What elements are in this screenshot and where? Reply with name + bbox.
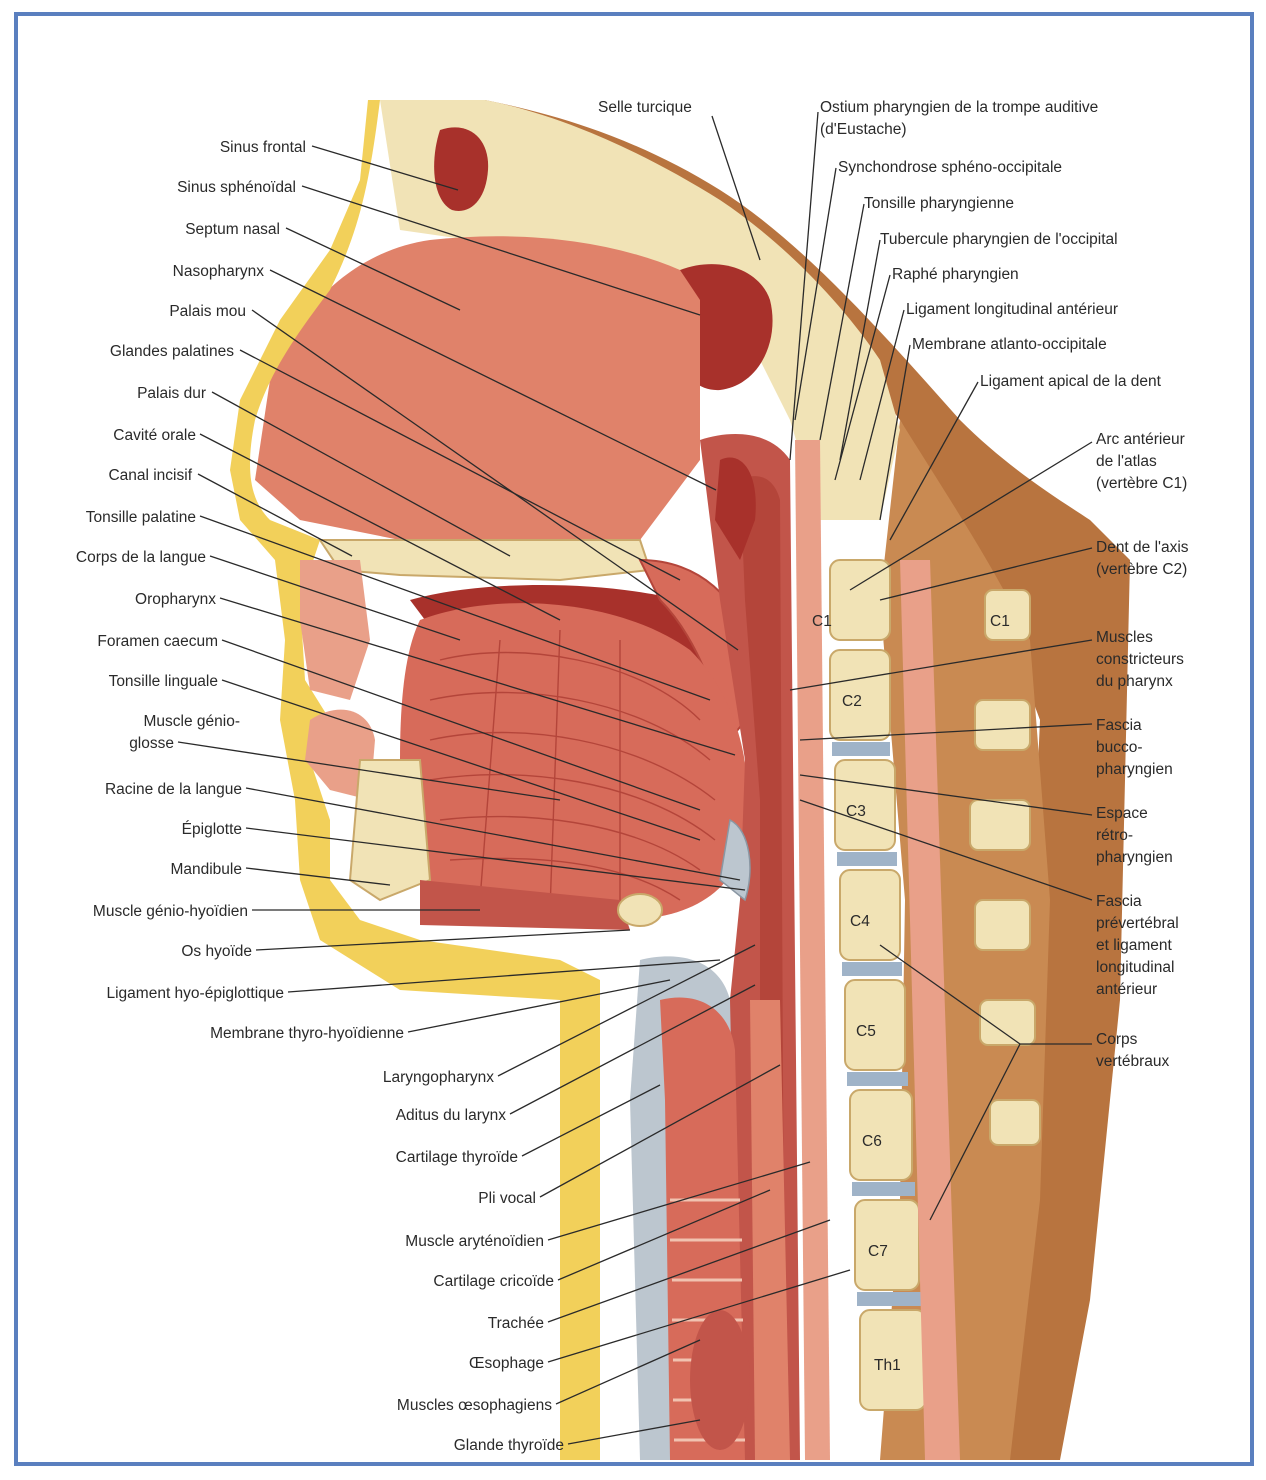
hyoid-bone [618,894,662,926]
label-fascia-prevertebral-2: prévertébral [1096,915,1179,932]
label-cartilage-thyroide: Cartilage thyroïde [396,1149,518,1166]
label-glande-thyroide: Glande thyroïde [454,1437,564,1454]
label-laryngopharynx: Laryngopharynx [383,1069,494,1086]
label-synchondrose: Synchondrose sphéno-occipitale [838,159,1062,176]
label-muscle-arytenoidien: Muscle aryténoïdien [405,1233,544,1250]
label-muscles-constricteurs: Muscles [1096,629,1153,646]
label-canal-incisif: Canal incisif [108,467,192,484]
mandible [350,760,430,900]
label-selle-turcique: Selle turcique [598,99,692,116]
vertebra-label: Th1 [874,1357,901,1374]
label-fascia-prevertebral-3: et ligament [1096,937,1173,954]
label-nasopharynx: Nasopharynx [173,263,265,280]
vertebra-label: C7 [868,1243,888,1260]
label-muscles-constricteurs-3: du pharynx [1096,673,1173,690]
label-glosse: glosse [129,735,174,752]
label-raphe-pharyngien: Raphé pharyngien [892,266,1019,283]
label-ligament-apical: Ligament apical de la dent [980,373,1162,390]
label-arc-anterieur: Arc antérieur [1096,431,1185,448]
label-os-hyoide: Os hyoïde [181,943,252,960]
label-septum-nasal: Septum nasal [185,221,280,238]
label-cavite-orale: Cavité orale [113,427,196,444]
label-corps-vertebraux-2: vertébraux [1096,1053,1169,1070]
label-ligament-hyo-epiglottique: Ligament hyo-épiglottique [106,985,284,1002]
label-ligament-longitudinal-anterieur: Ligament longitudinal antérieur [906,301,1118,318]
label-fascia-bucco-2: bucco- [1096,739,1143,756]
label-dent-axis-2: (vertèbre C2) [1096,561,1187,578]
label-epiglotte: Épiglotte [182,821,242,838]
label-espace-retro-2: rétro- [1096,827,1133,844]
label-muscle-genio-hyoidien: Muscle génio-hyoïdien [93,903,248,920]
label-cartilage-cricoide: Cartilage cricoïde [433,1273,554,1290]
label-arc-anterieur-3: (vertèbre C1) [1096,475,1187,492]
label-fascia-bucco: Fascia [1096,717,1142,734]
label-tonsille-pharyngienne: Tonsille pharyngienne [864,195,1014,212]
label-corps-langue: Corps de la langue [76,549,206,566]
label-fascia-bucco-3: pharyngien [1096,761,1173,778]
label-racine-langue: Racine de la langue [105,781,242,798]
label-foramen-caecum: Foramen caecum [97,633,218,650]
vertebra-c4 [840,870,900,960]
label-ostium-pharyngien: Ostium pharyngien de la trompe auditive [820,99,1098,116]
label-muscle-genio: Muscle génio- [144,713,241,730]
label-membrane-atlanto-occipitale: Membrane atlanto-occipitale [912,336,1107,353]
vertebra-label: C1 [812,613,832,630]
label-tonsille-linguale: Tonsille linguale [109,673,218,690]
label-glandes-palatines: Glandes palatines [110,343,234,360]
label-sinus-sphenoidal: Sinus sphénoïdal [177,179,296,196]
label-corps-vertebraux: Corps [1096,1031,1138,1048]
label-membrane-thyro-hyoidienne: Membrane thyro-hyoïdienne [210,1025,404,1042]
label-mandibule: Mandibule [170,861,242,878]
label-muscles-constricteurs-2: constricteurs [1096,651,1184,668]
vertebra-label: C1 [990,613,1010,630]
label-espace-retro-3: pharyngien [1096,849,1173,866]
vertebra-label: C6 [862,1133,882,1150]
thyroid-gland [690,1310,750,1450]
label-trachee: Trachée [488,1315,544,1332]
label-eustache: (d'Eustache) [820,121,907,138]
label-sinus-frontal: Sinus frontal [220,139,306,156]
vertebra-label: C5 [856,1023,876,1040]
label-fascia-prevertebral: Fascia [1096,893,1142,910]
vertebra-label: C4 [850,913,870,930]
label-aditus-larynx: Aditus du larynx [396,1107,507,1124]
label-palais-mou: Palais mou [169,303,246,320]
label-palais-dur: Palais dur [137,385,206,402]
label-oesophage: Œsophage [469,1355,544,1372]
label-tonsille-palatine: Tonsille palatine [86,509,196,526]
label-fascia-prevertebral-4: longitudinal [1096,959,1174,976]
vertebra-label: C2 [842,693,862,710]
label-arc-anterieur-2: de l'atlas [1096,453,1157,470]
label-muscles-oesophagiens: Muscles œsophagiens [397,1397,552,1414]
label-pli-vocal: Pli vocal [478,1190,536,1207]
label-oropharynx: Oropharynx [135,591,216,608]
label-dent-axis: Dent de l'axis [1096,539,1189,556]
label-espace-retro: Espace [1096,805,1148,822]
label-fascia-prevertebral-5: antérieur [1096,981,1157,998]
label-tubercule-pharyngien: Tubercule pharyngien de l'occipital [880,231,1118,248]
